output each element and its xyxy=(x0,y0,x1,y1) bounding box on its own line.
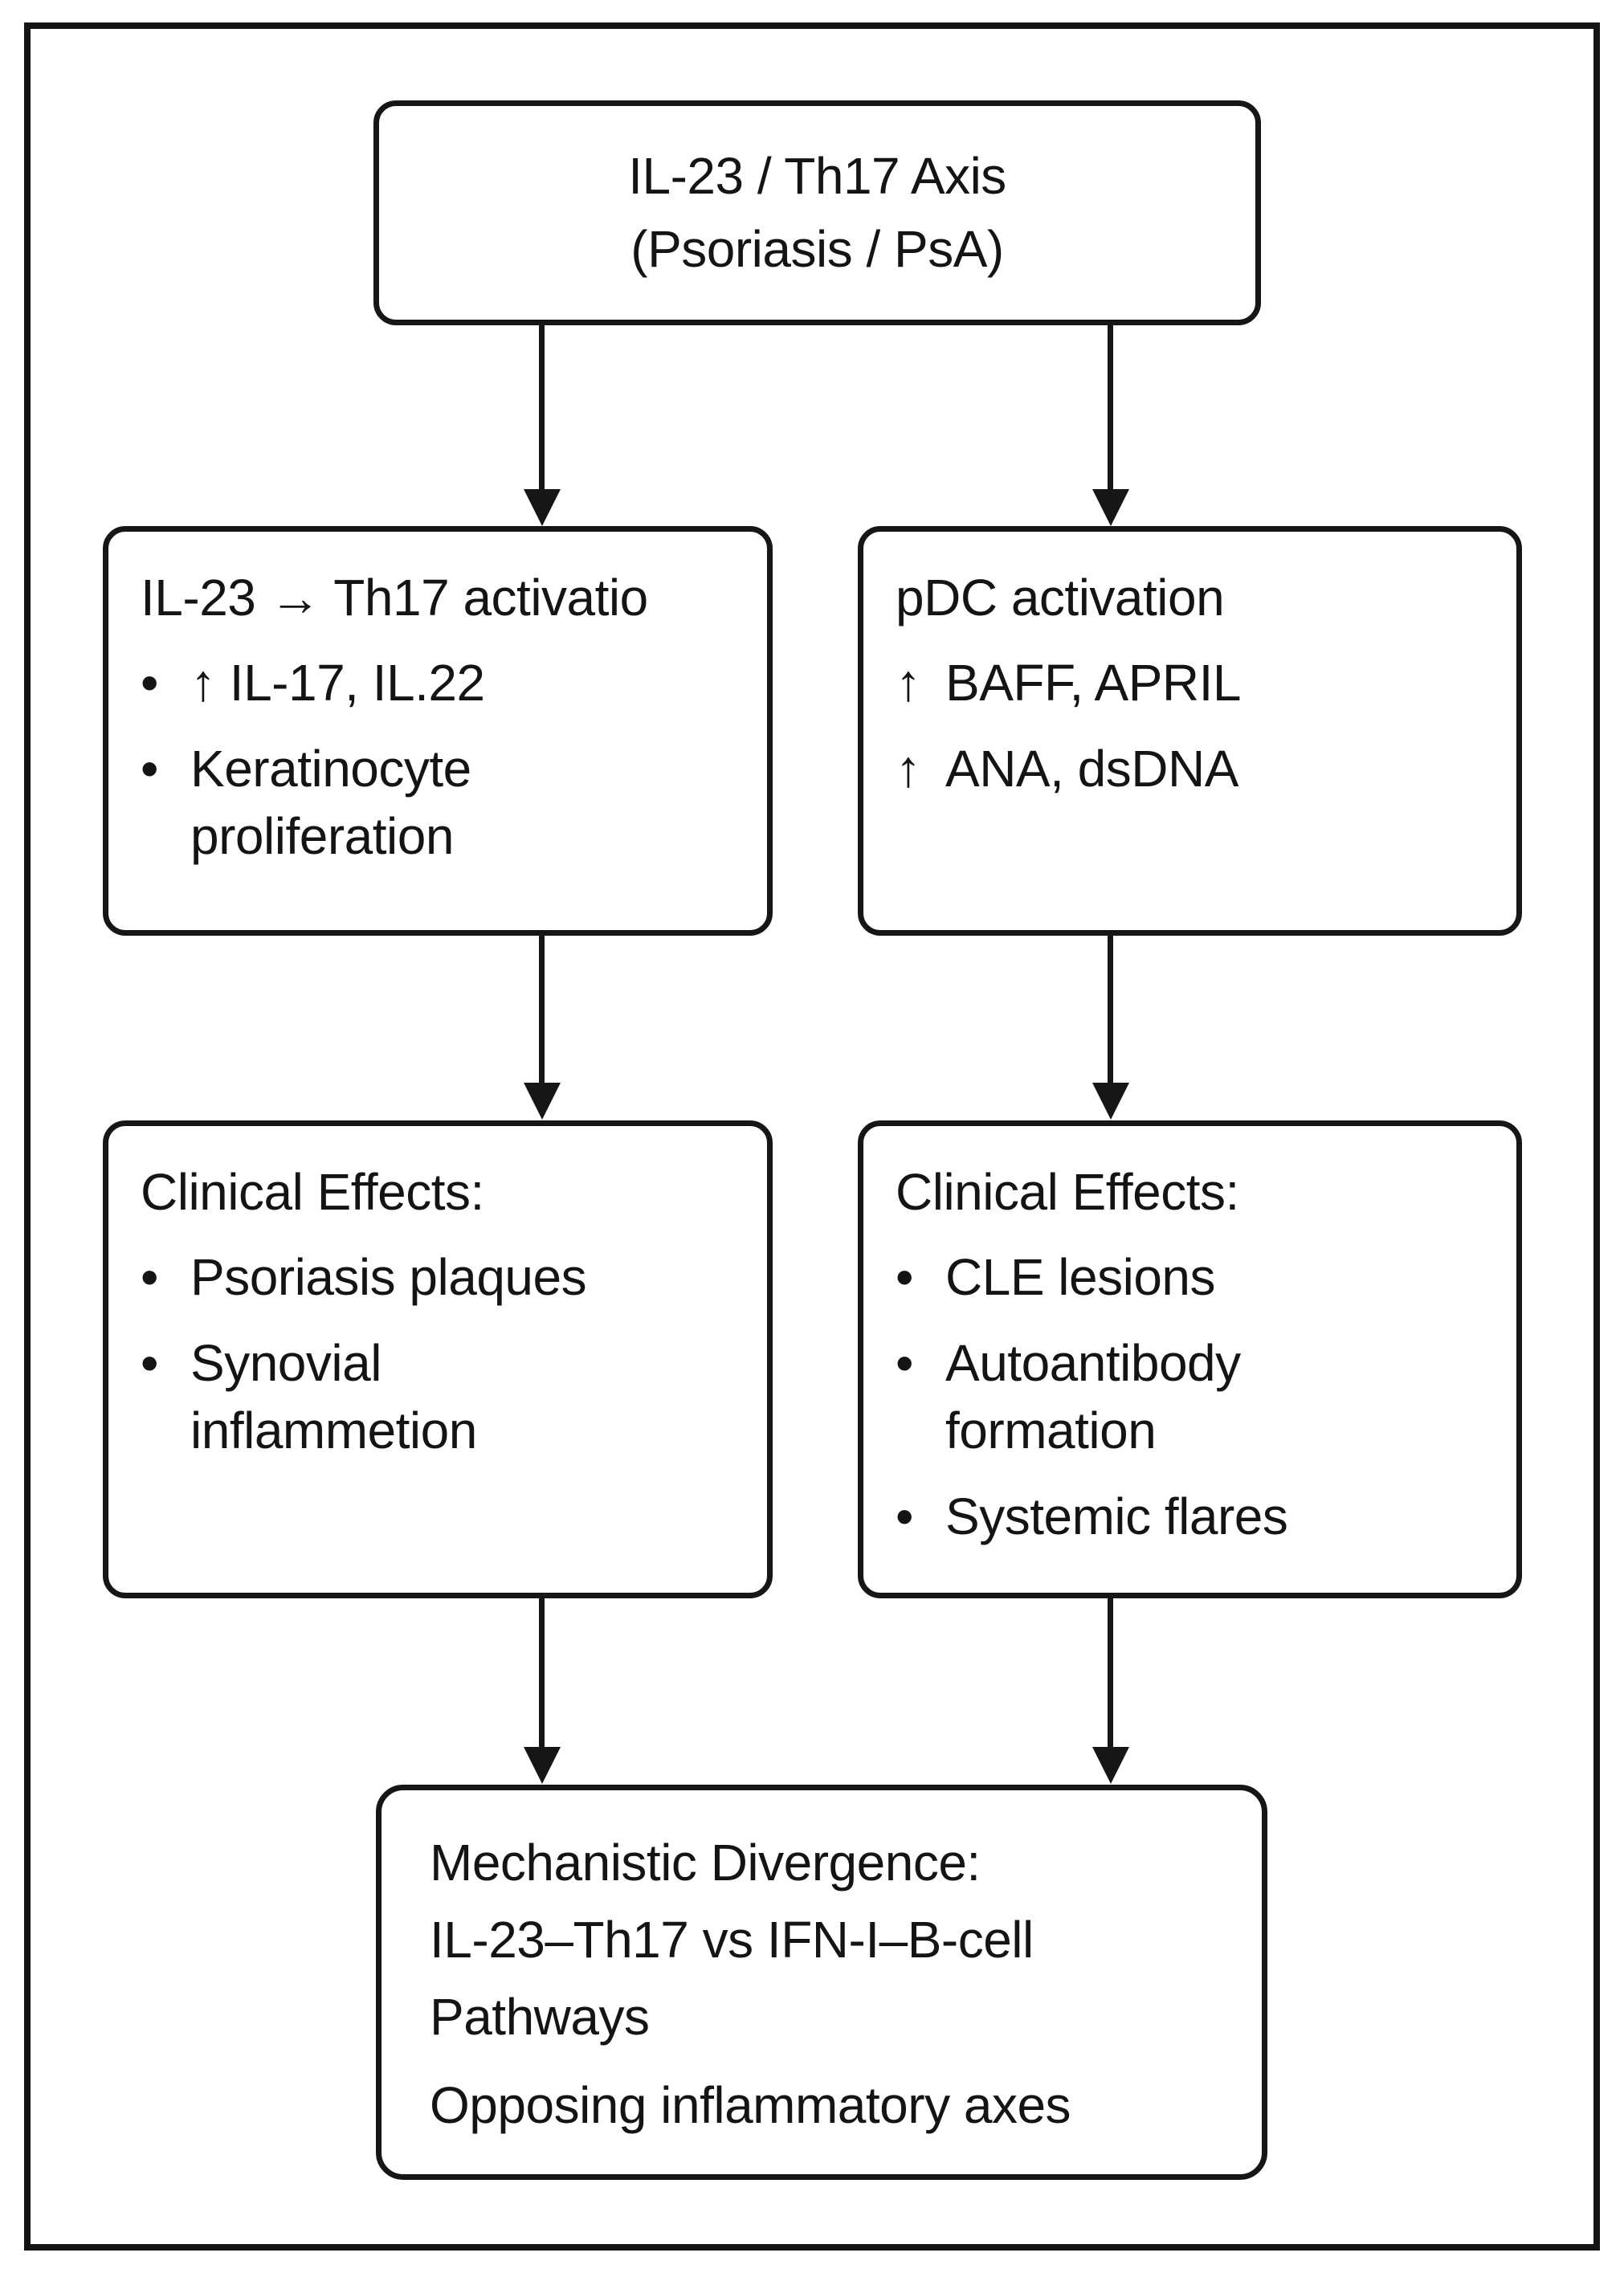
list-item-text: Autoantibody xyxy=(945,1333,1241,1392)
arrowhead-top-to-midright-icon xyxy=(1092,489,1129,526)
arrowhead-top-to-midleft-icon xyxy=(524,489,561,526)
arrowhead-midright-to-clinright-icon xyxy=(1092,1083,1129,1120)
list-item: • CLE lesions xyxy=(896,1243,1495,1311)
arrow-shaft-midright-to-clinright xyxy=(1108,936,1113,1085)
th17-activation-title: IL-23 → Th17 activatio xyxy=(141,569,648,626)
arrow-shaft-midleft-to-clinleft xyxy=(539,936,545,1085)
arrowhead-midleft-to-clinleft-icon xyxy=(524,1083,561,1120)
bullet-icon: • xyxy=(896,1248,913,1307)
clinical-right-title: Clinical Effects: xyxy=(896,1163,1239,1221)
list-item-text: Synovial xyxy=(190,1333,382,1392)
arrow-shaft-top-to-midleft xyxy=(539,325,545,492)
axis-title-line1: IL-23 / Th17 Axis xyxy=(628,147,1006,206)
arrow-shaft-clinright-to-bottom xyxy=(1108,1598,1113,1749)
list-item-text: CLE lesions xyxy=(945,1248,1216,1307)
bullet-icon: • xyxy=(896,1333,913,1392)
list-item: • ↑ IL-17, IL.22 xyxy=(141,649,746,716)
divergence-line2: IL-23–Th17 vs IFN-I–B-cell xyxy=(430,1911,1034,1969)
node-mechanistic-divergence: Mechanistic Divergence: IL-23–Th17 vs IF… xyxy=(376,1785,1267,2180)
bullet-icon: • xyxy=(141,654,158,712)
list-item-text: proliferation xyxy=(190,807,454,866)
list-item-text: Systemic flares xyxy=(945,1487,1288,1545)
node-pdc-activation: pDC activation ↑ BAFF, APRIL ↑ ANA, dsDN… xyxy=(858,526,1522,936)
list-item-text: Psoriasis plaques xyxy=(190,1248,587,1307)
divergence-line1: Mechanistic Divergence: xyxy=(430,1834,981,1891)
node-clinical-effects-left: Clinical Effects: • Psoriasis plaques • … xyxy=(103,1120,773,1598)
divergence-line4: Opposing inflammatory axes xyxy=(430,2076,1071,2134)
list-item: • Systemic flares xyxy=(896,1483,1495,1550)
pdc-activation-title: pDC activation xyxy=(896,569,1225,626)
list-item-text: formation xyxy=(945,1402,1157,1460)
list-item-text: ↑ IL-17, IL.22 xyxy=(190,654,485,712)
up-arrow-icon: ↑ xyxy=(896,739,921,798)
list-item-text: Keratinocyte xyxy=(190,739,471,798)
bullet-icon: • xyxy=(141,739,158,798)
axis-title-line2: (Psoriasis / PsA) xyxy=(630,220,1004,278)
arrowhead-clinright-to-bottom-icon xyxy=(1092,1747,1129,1784)
bullet-icon: • xyxy=(141,1248,158,1307)
list-item-text: ANA, dsDNA xyxy=(945,739,1238,798)
node-th17-activation: IL-23 → Th17 activatio • ↑ IL-17, IL.22 … xyxy=(103,526,773,936)
list-item-text: inflammetion xyxy=(190,1402,477,1460)
list-item: ↑ ANA, dsDNA xyxy=(896,735,1495,802)
node-clinical-effects-right: Clinical Effects: • CLE lesions • Autoan… xyxy=(858,1120,1522,1598)
list-item: • Psoriasis plaques xyxy=(141,1243,746,1311)
list-item: • Keratinocyte proliferation xyxy=(141,735,746,871)
list-item-text: BAFF, APRIL xyxy=(945,654,1241,712)
clinical-left-title: Clinical Effects: xyxy=(141,1163,484,1221)
list-item: • Synovial inflammetion xyxy=(141,1329,746,1465)
list-item: • Autoantibody formation xyxy=(896,1329,1495,1465)
arrow-shaft-clinleft-to-bottom xyxy=(539,1598,545,1749)
bullet-icon: • xyxy=(141,1333,158,1392)
arrowhead-clinleft-to-bottom-icon xyxy=(524,1747,561,1784)
up-arrow-icon: ↑ xyxy=(896,654,921,712)
bullet-icon: • xyxy=(896,1487,913,1545)
list-item: ↑ BAFF, APRIL xyxy=(896,649,1495,716)
arrow-shaft-top-to-midright xyxy=(1108,325,1113,492)
node-il23-th17-axis: IL-23 / Th17 Axis (Psoriasis / PsA) xyxy=(373,100,1261,325)
divergence-line3: Pathways xyxy=(430,1988,650,2046)
